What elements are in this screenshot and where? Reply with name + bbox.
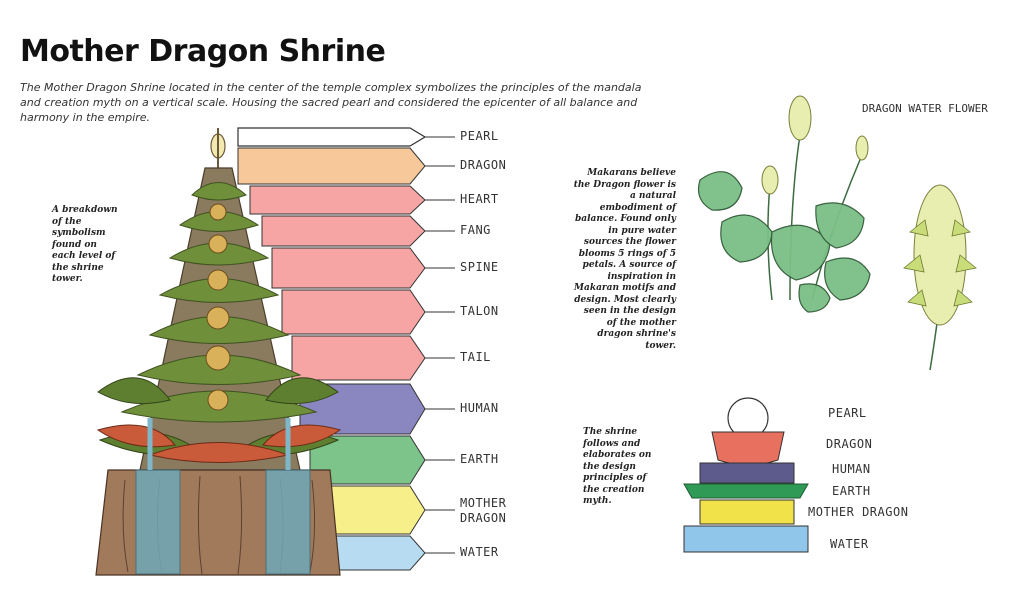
breakdown-note: A breakdown of the symbolism found on ea… <box>52 205 118 284</box>
tower-label-dragon: DRAGON <box>460 158 507 172</box>
stack-label-dragon: DRAGON <box>826 437 873 451</box>
tower-label-tail: TAIL <box>460 350 491 364</box>
shrine-note: The shrine follows and elaborates on the… <box>583 427 652 506</box>
level-bands <box>237 127 427 571</box>
stack-label-mother-dragon: MOTHER DRAGON <box>808 505 909 519</box>
shrine-tower-illustration <box>95 128 342 576</box>
flower-note: Makarans believe the Dragon flower is a … <box>573 168 676 351</box>
tower-label-talon: TALON <box>460 304 499 318</box>
stack-dragon <box>711 431 785 466</box>
stack-mother-dragon <box>699 499 795 525</box>
band-fang <box>261 215 426 247</box>
band-tail <box>291 335 426 381</box>
flower-title: DRAGON WATER FLOWER <box>862 102 988 115</box>
page-title: Mother Dragon Shrine <box>20 34 386 69</box>
stack-label-water: WATER <box>830 537 869 551</box>
tower-label-water: WATER <box>460 545 499 559</box>
tower-label-heart: HEART <box>460 192 499 206</box>
tower-label-human: HUMAN <box>460 401 499 415</box>
band-pearl <box>237 127 427 147</box>
stack-label-pearl: PEARL <box>828 406 867 420</box>
dragon-water-flower-illustration <box>697 95 977 371</box>
tower-label-earth: EARTH <box>460 452 499 466</box>
stack-label-earth: EARTH <box>832 484 871 498</box>
band-dragon <box>237 147 426 185</box>
stack-earth <box>683 483 809 499</box>
tower-label-fang: FANG <box>460 223 491 237</box>
band-heart <box>249 185 426 215</box>
stack-label-human: HUMAN <box>832 462 871 476</box>
intro-paragraph: The Mother Dragon Shrine located in the … <box>20 81 642 124</box>
band-spine <box>271 247 426 289</box>
tower-label-dragon-2: DRAGON <box>460 511 507 525</box>
stack-human <box>699 462 795 484</box>
stacked-shrine-diagram <box>683 397 809 553</box>
label-connectors <box>425 136 455 554</box>
tower-label-pearl: PEARL <box>460 129 499 143</box>
tower-label-spine: SPINE <box>460 260 499 274</box>
band-talon <box>281 289 426 335</box>
tower-label-mother: MOTHER <box>460 496 507 510</box>
stack-water <box>683 525 809 553</box>
